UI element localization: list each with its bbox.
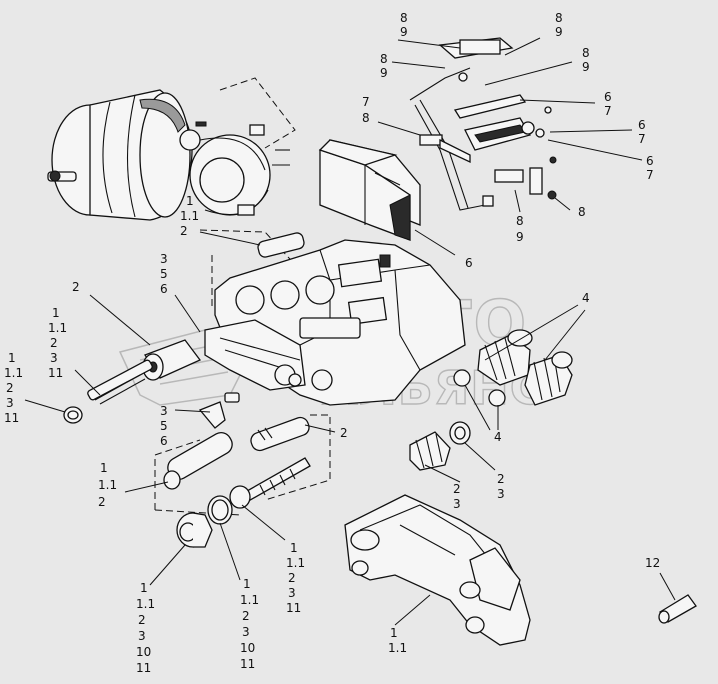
- leader-lines: [24, 37, 676, 626]
- boots-and-caps: [409, 329, 573, 471]
- label-12: 12: [645, 556, 660, 570]
- label-8: 8: [578, 205, 586, 219]
- plug-12: [658, 594, 697, 624]
- sensor-wiring: [409, 37, 557, 211]
- brake-chamber: [47, 89, 290, 221]
- label-2-left: 2: [72, 280, 80, 294]
- label-2-mid: 2: [340, 426, 348, 440]
- caliper-housing: [204, 239, 466, 406]
- label-4-top: 4: [582, 291, 590, 305]
- carrier-bracket: [344, 494, 531, 646]
- label-4-bottom: 4: [494, 430, 502, 444]
- brake-pads: [318, 139, 421, 241]
- label-6: 6: [465, 256, 473, 270]
